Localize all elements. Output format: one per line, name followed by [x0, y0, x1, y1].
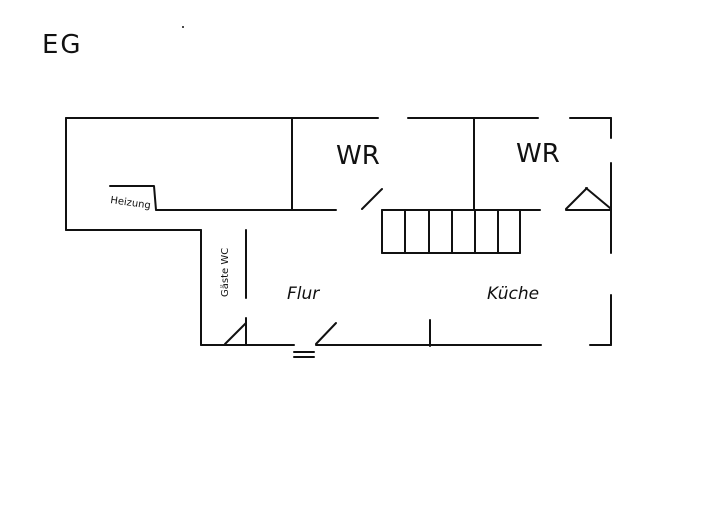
- door-room-right-swing: [585, 187, 611, 209]
- interior-walls: [109, 117, 612, 347]
- guest-wc-label: Gäste WC: [220, 248, 231, 297]
- room-left-label: WR: [336, 141, 380, 171]
- door-room-right: [565, 187, 588, 210]
- door-wc: [224, 322, 247, 345]
- room-right-label: WR: [516, 139, 560, 169]
- outer-walls: [65, 117, 612, 346]
- staircase: [381, 209, 521, 254]
- hallway-label: Flur: [287, 284, 320, 304]
- kitchen-label: Küche: [487, 284, 539, 304]
- heating-label: Heizung: [110, 195, 152, 212]
- door-room-left: [361, 188, 383, 210]
- stray-dot: [182, 26, 184, 28]
- heating-wall: [109, 185, 337, 211]
- door-entrance: [315, 322, 337, 345]
- doors: [224, 187, 611, 345]
- entrance-mark: [293, 351, 315, 358]
- floor-label: EG: [42, 30, 83, 60]
